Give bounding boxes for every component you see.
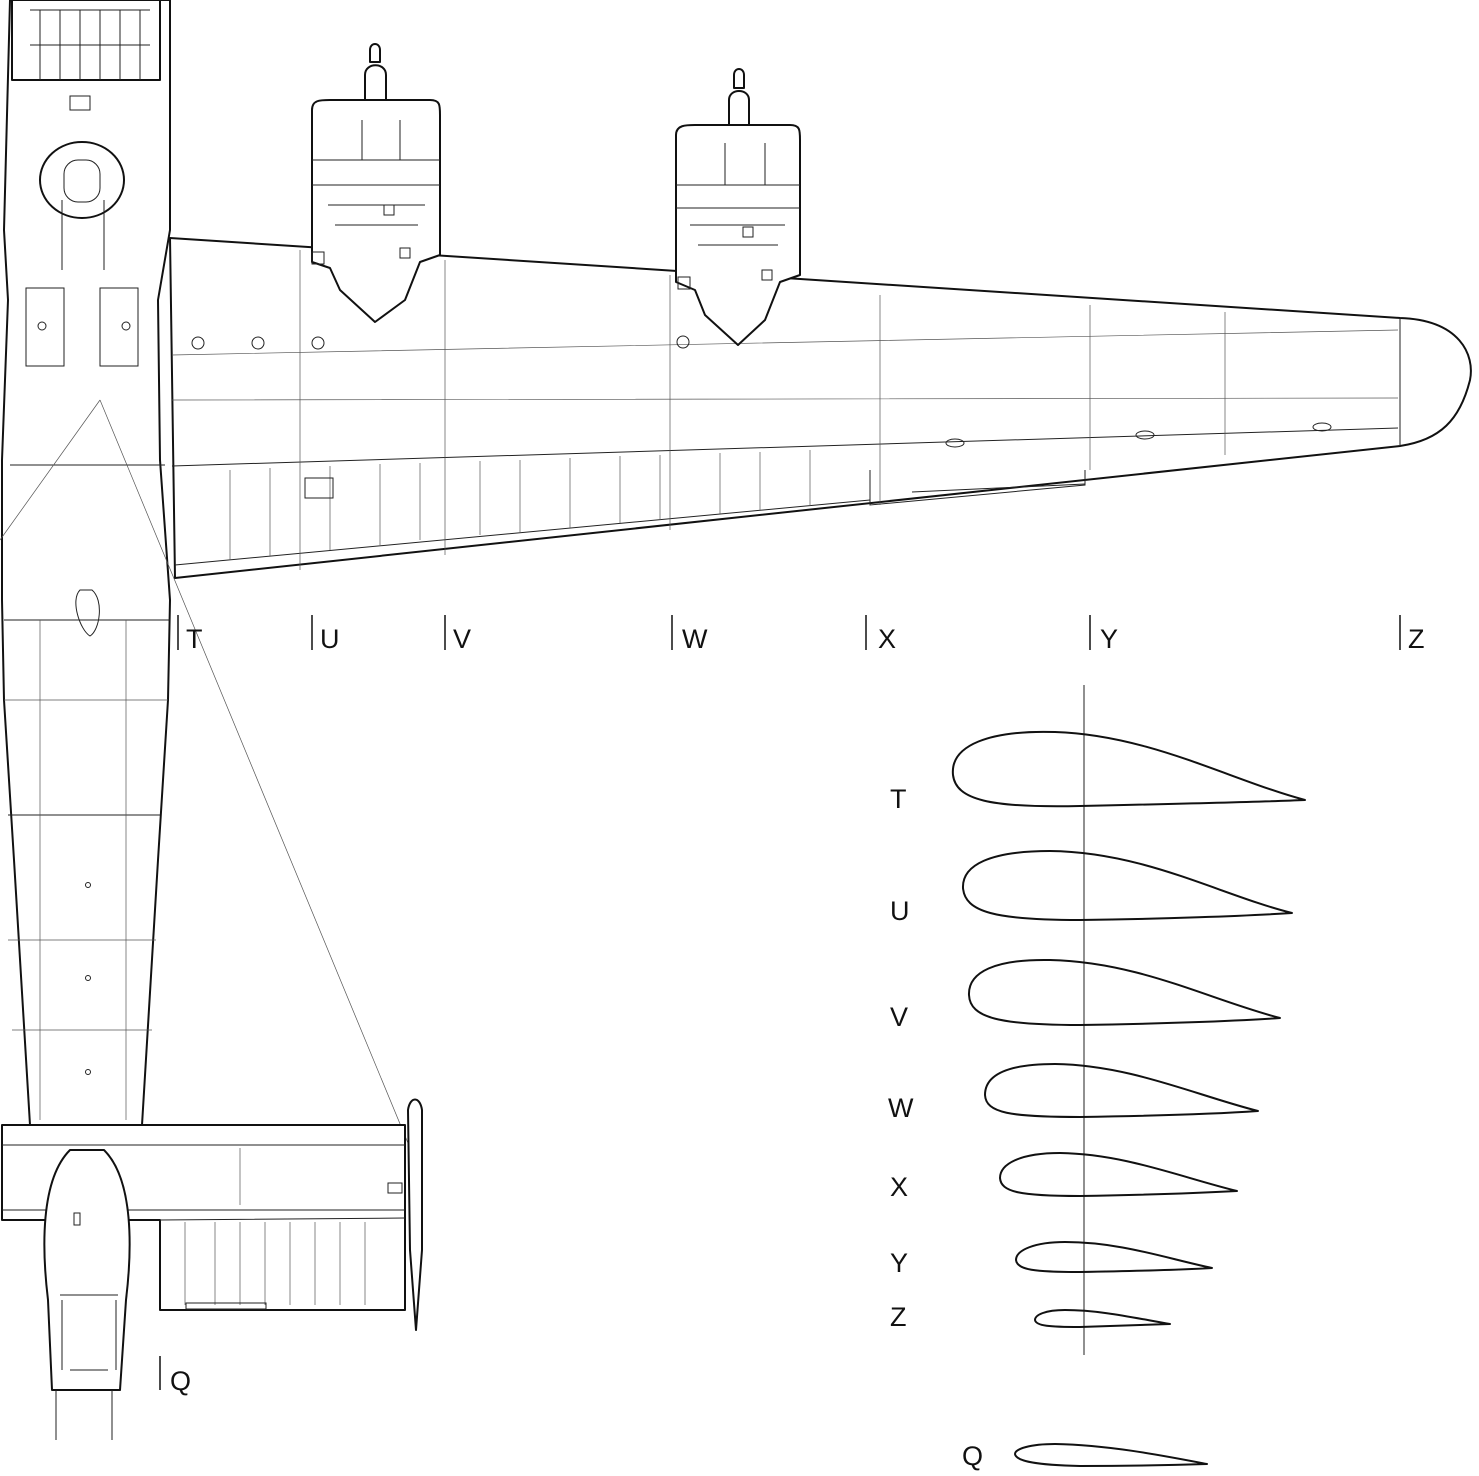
- station-label-z: Z: [1408, 624, 1425, 654]
- section-label-t: T: [890, 784, 907, 814]
- inner-engine-nacelle: [311, 43, 441, 323]
- dorsal-turret: [39, 95, 125, 270]
- station-label-x: X: [878, 624, 896, 654]
- section-profile-y: [1015, 1241, 1213, 1273]
- section-label-z: Z: [890, 1302, 907, 1332]
- section-profile-q: [1014, 1443, 1208, 1467]
- nose-glazing: [11, 0, 161, 81]
- starboard-wing: [169, 237, 1472, 579]
- station-label-y: Y: [1100, 624, 1118, 654]
- section-profile-t: [951, 730, 1306, 808]
- station-label-w: W: [682, 624, 708, 654]
- section-profile-u: [961, 850, 1293, 921]
- section-profile-v: [967, 958, 1281, 1026]
- section-label-q: Q: [962, 1441, 983, 1471]
- station-label-v: V: [453, 624, 471, 654]
- aerofoil-sections: T U V W X Y Z Q: [888, 685, 1306, 1471]
- section-label-v: V: [890, 1002, 908, 1032]
- section-label-x: X: [890, 1172, 908, 1202]
- section-label-y: Y: [890, 1248, 908, 1278]
- section-profile-w: [984, 1063, 1259, 1118]
- station-label-u: U: [320, 624, 340, 654]
- section-profile-x: [999, 1152, 1238, 1197]
- tailplane: [1, 1098, 423, 1440]
- outer-engine-nacelle: [675, 68, 801, 346]
- section-profile-z: [1034, 1309, 1171, 1328]
- station-markers: T U V W X Y Z Q: [159, 615, 1425, 1396]
- station-label-t: T: [186, 624, 203, 654]
- section-label-u: U: [890, 896, 910, 926]
- section-label-w: W: [888, 1093, 914, 1123]
- station-label-q: Q: [170, 1366, 191, 1396]
